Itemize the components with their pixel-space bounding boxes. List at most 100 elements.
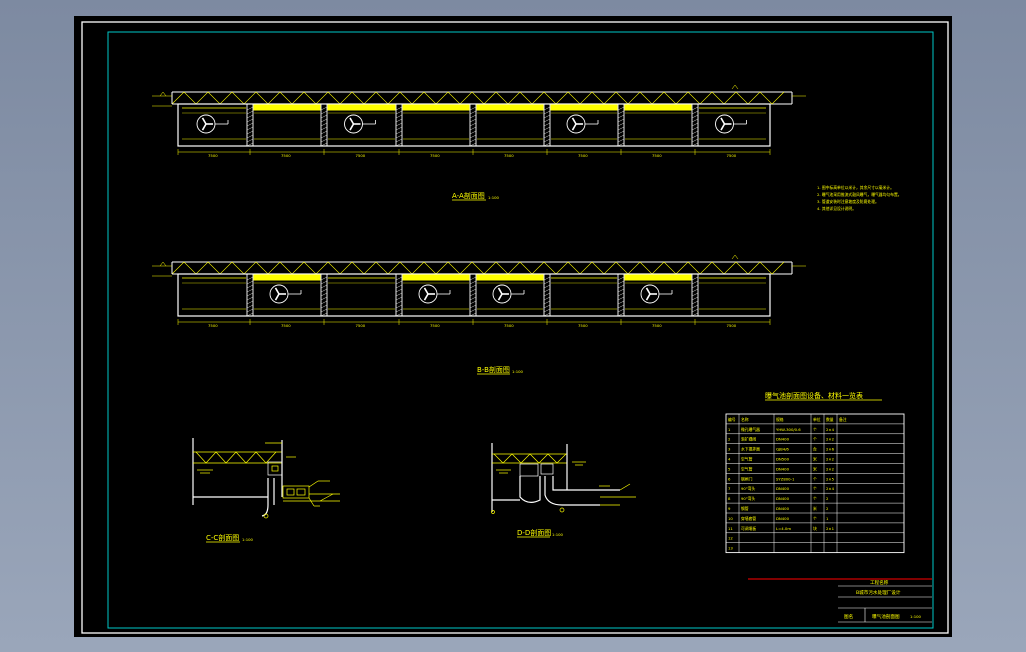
table-cell: 穿墙套管: [741, 516, 756, 521]
table-cell: L=4.0m: [776, 526, 791, 531]
table-cell: 钢闸门: [741, 476, 753, 481]
dimension-label: 7500: [208, 323, 218, 328]
table-cell: 个: [813, 496, 817, 501]
table-cell: 台: [813, 447, 817, 452]
table-header-cell: 规格: [776, 417, 784, 422]
table-cell: 2×2: [826, 466, 835, 471]
table-cell: 6: [728, 476, 731, 481]
dimension-label: 7500: [356, 153, 366, 158]
table-cell: 个: [813, 516, 817, 521]
table-cell: 个: [813, 486, 817, 491]
table-header-cell: 备注: [839, 417, 847, 422]
sheet-border: [81, 21, 949, 634]
dimension-label: 7500: [578, 323, 588, 328]
table-cell: 11: [728, 526, 733, 531]
table-cell: 12: [728, 536, 733, 541]
table-cell: 微孔曝气器: [741, 427, 760, 432]
table-cell: DN400: [776, 437, 790, 442]
table-cell: 1: [826, 516, 829, 521]
table-cell: 10: [728, 516, 733, 521]
section-c-c: [192, 438, 340, 519]
equipment-table-title: 曝气池剖面图设备、材料一览表: [765, 391, 863, 400]
note-3: 3. 管道安装时注意坡度及防腐处理。: [817, 199, 879, 204]
table-header-cell: 数量: [826, 417, 834, 422]
dimension-label: 7500: [504, 323, 514, 328]
dimension-label: 7500: [281, 323, 291, 328]
section-d-title: D-D剖面图: [517, 528, 551, 537]
dimension-label: 7500: [356, 323, 366, 328]
note-4: 4. 其他详见设计说明。: [817, 206, 856, 211]
table-cell: 90°弯头: [741, 496, 756, 501]
table-cell: 1: [728, 427, 731, 432]
dimension-label: 7500: [504, 153, 514, 158]
drawing-frame: [107, 31, 934, 629]
table-cell: 3: [728, 447, 731, 452]
dimension-label: 7500: [727, 153, 737, 158]
table-cell: 米: [813, 457, 817, 462]
table-cell: 2×5: [826, 476, 835, 481]
dimension-label: 7500: [652, 153, 662, 158]
dimension-label: 7500: [430, 153, 440, 158]
sheet-background: [74, 16, 952, 637]
dimension-label: 7500: [578, 153, 588, 158]
drawing-scale: 1:100: [910, 614, 922, 619]
project-label: 工程名称: [870, 579, 889, 586]
table-cell: 个: [813, 437, 817, 442]
table-cell: 2×4: [826, 486, 835, 491]
equipment-table: 编号名称 规格 单位数量备注 1 微孔曝气器 YHW-300/0.6 个 2×4 2 渐扩蝶阀 DN…: [725, 413, 905, 554]
table-cell: YHW-300/0.6: [776, 427, 801, 432]
dimension-label: 7500: [281, 153, 291, 158]
table-cell: 个: [813, 427, 817, 432]
table-cell: DN400: [776, 486, 790, 491]
table-header-cell: 编号: [728, 417, 736, 422]
section-b-b: 7500 7500 7500 7500 7500 7500 7500 7500: [152, 254, 806, 328]
table-cell: 2: [728, 437, 731, 442]
table-cell: DN500: [776, 457, 790, 462]
table-cell: 钢管: [741, 506, 749, 511]
section-a-a: 7500 7500 7500 7500 7500 7500 7500 7500: [152, 84, 806, 158]
table-cell: 13: [728, 546, 733, 551]
section-a-title: A-A剖面图: [452, 191, 485, 200]
table-cell: 米: [813, 466, 817, 471]
table-cell: 渐扩蝶阀: [741, 437, 756, 442]
table-header-cell: 名称: [741, 417, 749, 422]
table-cell: SYZ800-1: [776, 476, 795, 481]
table-cell: 2×2: [826, 437, 835, 442]
drawing-label: 图名: [844, 613, 853, 620]
project-name: B城市污水处理厂设计: [856, 589, 901, 596]
table-cell: 9: [728, 506, 731, 511]
table-cell: 米: [813, 506, 817, 511]
table-cell: 2×1: [826, 526, 835, 531]
table-cell: 空气管: [741, 457, 753, 462]
section-d-scale: 1:100: [552, 532, 564, 537]
table-cell: 5: [728, 466, 731, 471]
section-c-scale: 1:100: [242, 537, 254, 542]
table-cell: DN400: [776, 466, 790, 471]
table-cell: 2×4: [826, 427, 835, 432]
design-notes: 1. 图中标高单位以米计，其余尺寸以毫米计。 2. 曝气池采用推流式鼓风曝气，曝…: [817, 185, 902, 211]
table-cell: 2: [826, 496, 829, 501]
table-cell: DN400: [776, 516, 790, 521]
table-cell: 7: [728, 486, 731, 491]
table-cell: 水下搅拌器: [741, 447, 760, 452]
table-cell: 块: [813, 526, 817, 531]
table-cell: QJB4/6: [776, 447, 789, 452]
dimension-label: 7500: [652, 323, 662, 328]
dimension-label: 7500: [727, 323, 737, 328]
drawing-name: 曝气池剖面图: [872, 613, 900, 620]
section-c-title: C-C剖面图: [206, 533, 239, 542]
table-header-cell: 单位: [813, 417, 821, 422]
section-b-title: B-B剖面图: [477, 365, 510, 374]
table-cell: 4: [728, 457, 731, 462]
dimension-label: 7500: [430, 323, 440, 328]
table-cell: 8: [728, 496, 731, 501]
dimension-label: 7500: [208, 153, 218, 158]
table-cell: 2×2: [826, 457, 835, 462]
section-a-scale: 1:100: [488, 195, 500, 200]
table-cell: 2×6: [826, 447, 835, 452]
note-1: 1. 图中标高单位以米计，其余尺寸以毫米计。: [817, 185, 894, 190]
note-2: 2. 曝气池采用推流式鼓风曝气，曝气器均匀布置。: [817, 192, 902, 197]
table-cell: 空气管: [741, 466, 753, 471]
table-cell: 可调堰板: [741, 526, 756, 531]
